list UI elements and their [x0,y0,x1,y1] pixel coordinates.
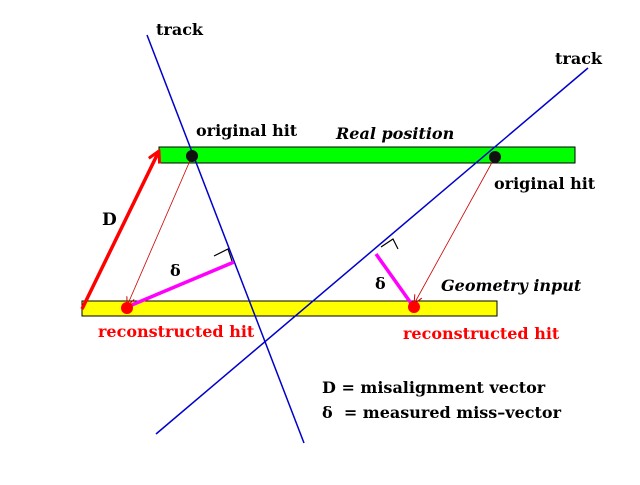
real-position-bar [158,146,576,164]
geometry-input-label: Geometry input [441,276,582,295]
legend-line-misalignment: D = misalignment vector [322,378,546,397]
displacement-arrow-right [414,156,496,304]
legend-line-miss-vector: δ = measured miss–vector [322,403,562,422]
original-hit-label-right: original hit [494,174,596,193]
misalignment-vector-label: D [102,210,117,230]
right-angle-marker-left [213,248,233,262]
track-line-left [146,34,305,444]
track-label-left: track [156,20,204,39]
track-label-right: track [555,49,603,68]
reconstructed-hit-label-left: reconstructed hit [98,322,255,341]
miss-vector-left [126,260,235,309]
miss-vector-right [374,252,415,308]
reconstructed-hit-label-right: reconstructed hit [403,324,560,343]
original-hit-dot-left [186,150,198,162]
track-line-right [155,67,589,435]
delta-label-right: δ [375,274,386,293]
delta-label-left: δ [170,261,181,280]
misalignment-vector-arrow [80,151,159,310]
reconstructed-hit-dot-left [121,302,133,314]
geometry-input-bar [81,300,498,317]
real-position-label: Real position [335,124,454,143]
displacement-arrow-left [127,155,193,306]
reconstructed-hit-dot-right [408,301,420,313]
original-hit-dot-right [489,151,501,163]
original-hit-label-left: original hit [196,121,298,140]
right-angle-marker-right [380,238,399,250]
